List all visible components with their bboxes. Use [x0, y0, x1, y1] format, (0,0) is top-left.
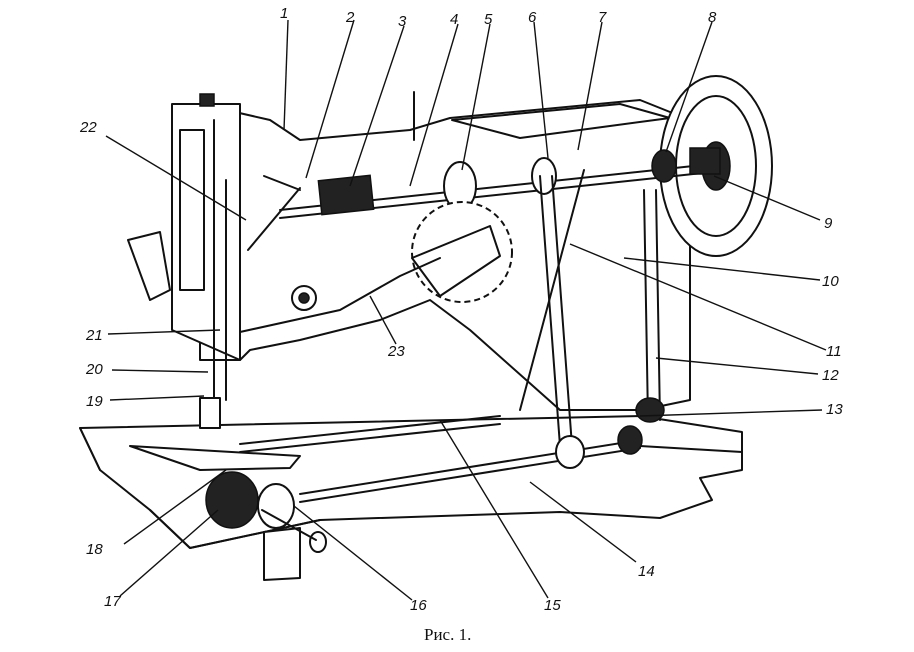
label-21: 21	[85, 327, 103, 344]
label-3: 3	[398, 13, 407, 30]
figure-caption: Рис. 1.	[424, 625, 471, 644]
label-10: 10	[822, 273, 839, 290]
label-9: 9	[824, 215, 833, 232]
label-5: 5	[484, 11, 493, 28]
label-2: 2	[345, 9, 355, 26]
machine-drawing	[79, 75, 773, 581]
label-8: 8	[708, 9, 717, 26]
lower-gears	[205, 471, 259, 529]
base-plate	[79, 415, 743, 549]
vertical-shaft-12	[643, 189, 649, 421]
label-20: 20	[85, 361, 103, 378]
label-17: 17	[104, 593, 121, 610]
label-7: 7	[598, 9, 607, 26]
label-18: 18	[86, 541, 103, 558]
label-12: 12	[822, 367, 839, 384]
part-labels: 1 2 3 4 5 6 7 8 9 10 11 12 13 14 15 16 1…	[79, 5, 843, 614]
bottom-shaft-15	[239, 415, 501, 445]
leader-lines	[105, 19, 827, 601]
label-11: 11	[826, 343, 842, 360]
label-15: 15	[544, 597, 561, 614]
label-13: 13	[826, 401, 843, 418]
label-19: 19	[86, 393, 103, 410]
label-4: 4	[450, 11, 458, 28]
label-16: 16	[410, 597, 427, 614]
head-block	[171, 103, 241, 361]
base-foot	[263, 527, 301, 581]
label-23: 23	[387, 343, 405, 360]
label-6: 6	[528, 9, 537, 26]
label-1: 1	[280, 5, 288, 22]
label-14: 14	[638, 563, 655, 580]
label-22: 22	[79, 119, 97, 136]
